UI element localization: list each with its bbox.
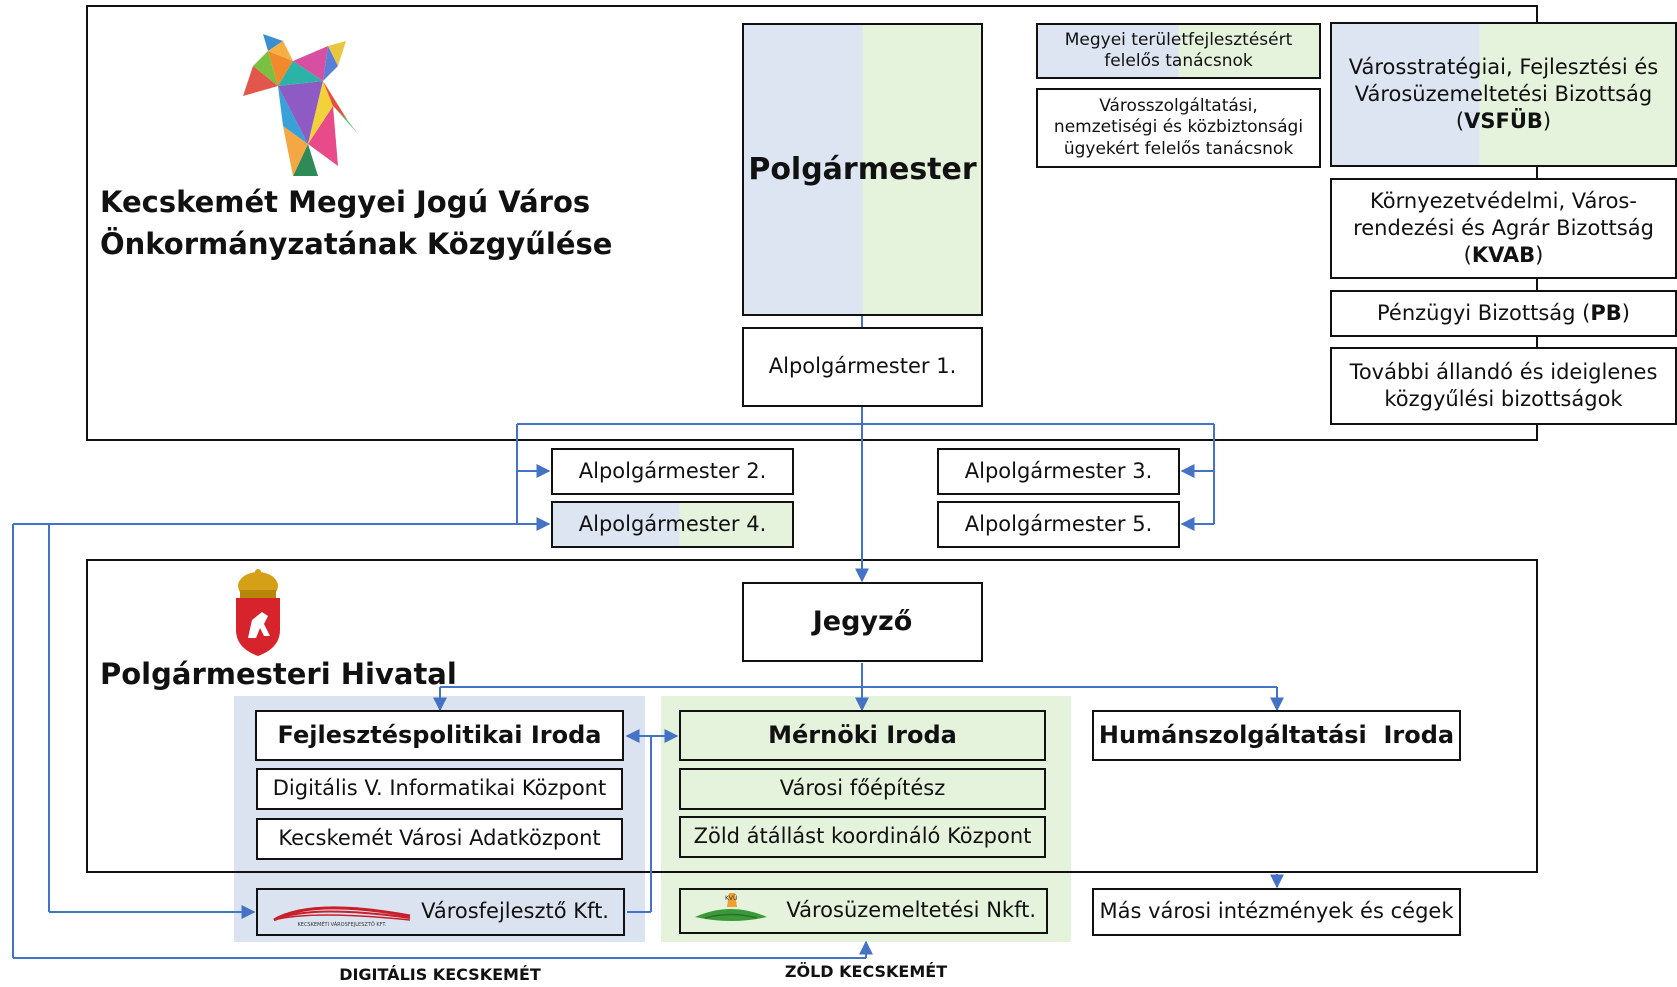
varosfejleszto-logo-text: KECSKEMÉTI VÁROSFEJLESZTŐ KFT. (297, 921, 387, 928)
councillor-services-line3: ügyekért felelős tanácsnok (1063, 138, 1294, 159)
councillor-regional-box: Megyei területfejlesztésért felelős taná… (1036, 23, 1321, 79)
assembly-title-line2: Önkormányzatának Közgyűlése (100, 227, 613, 262)
varosfejleszto-logo: KECSKEMÉTI VÁROSFEJLESZTŐ KFT. (272, 896, 412, 929)
committee-other-line2: közgyűlési bizottságok (1384, 387, 1623, 411)
chief-architect-box: Városi főépítész (679, 768, 1046, 810)
digital-center-box: Digitális V. Informatikai Központ (256, 768, 623, 810)
committee-vsfub-line2: Városüzemeltetési Bizottság (1354, 81, 1653, 106)
committee-other-line1: További állandó és ideiglenes (1349, 359, 1658, 384)
committee-vsfub-abbr: VSFÜB (1464, 109, 1543, 134)
office-frame (86, 559, 1538, 873)
other-institutions-label: Más városi intézmények és cégek (1099, 899, 1454, 924)
committee-kvab-line1: Környezetvédelmi, Város- (1370, 188, 1637, 213)
varosuzemeltetesi-company-label: Városüzemeltetési Nkft. (786, 898, 1036, 923)
office-title: Polgármesteri Hivatal (100, 657, 457, 691)
digital-center-label: Digitális V. Informatikai Központ (272, 776, 607, 801)
deputy-mayor-1-label: Alpolgármester 1. (768, 354, 957, 379)
notary-box: Jegyző (742, 582, 983, 662)
leaf-logo-icon (695, 893, 767, 921)
city-logo-horse-icon (238, 26, 358, 178)
green-kecskemet-caption: ZÖLD KECSKEMÉT (784, 962, 948, 981)
data-center-box: Kecskemét Városi Adatközpont (256, 818, 623, 860)
deputy-mayor-2-label: Alpolgármester 2. (578, 458, 767, 483)
deputy-mayor-1-box: Alpolgármester 1. (742, 327, 983, 407)
assembly-title-line1: Kecskemét Megyei Jogú Város (100, 185, 591, 219)
committee-kvab-line2: rendezési és Agrár Bizottság (1353, 215, 1654, 240)
deputy-mayor-4-box: Alpolgármester 4. (551, 501, 794, 548)
deputy-mayor-5-label: Alpolgármester 5. (964, 511, 1153, 536)
committee-other-box: További állandó és ideiglenes közgyűlési… (1330, 347, 1677, 425)
green-transition-center-box: Zöld átállást koordináló Központ (679, 816, 1046, 858)
chief-architect-label: Városi főépítész (779, 776, 946, 801)
human-services-office-box: Humánszolgáltatási Iroda (1092, 710, 1461, 761)
deputy-mayor-4-label: Alpolgármester 4. (578, 511, 767, 536)
mayor-box: Polgármester (742, 23, 983, 316)
committee-vsfub-box: Városstratégiai, Fejlesztési és Városüze… (1330, 22, 1677, 167)
green-transition-center-label: Zöld átállást koordináló Központ (693, 824, 1032, 849)
varosuzemeltetesi-logo-text: KVÜ (725, 895, 738, 902)
committee-pb-abbr: PB (1590, 300, 1622, 325)
deputy-mayor-5-box: Alpolgármester 5. (937, 501, 1180, 548)
assembly-title: Kecskemét Megyei Jogú Város Önkormányzat… (100, 181, 660, 265)
data-center-label: Kecskemét Városi Adatközpont (278, 826, 601, 851)
varosuzemeltetesi-logo: KVÜ (691, 891, 771, 931)
dev-policy-office-label: Fejlesztéspolitikai Iroda (277, 720, 602, 749)
varosfejleszto-company-box: KECSKEMÉTI VÁROSFEJLESZTŐ KFT. Városfejl… (256, 888, 625, 936)
human-services-office-label: Humánszolgáltatási Iroda (1098, 720, 1455, 749)
committee-kvab-abbr: KVAB (1471, 243, 1536, 268)
mayor-label: Polgármester (748, 152, 977, 187)
deputy-mayor-3-box: Alpolgármester 3. (937, 448, 1180, 495)
digital-kecskemet-caption: DIGITÁLIS KECSKEMÉT (339, 965, 541, 984)
deputy-mayor-3-label: Alpolgármester 3. (964, 458, 1153, 483)
committee-pb-text: Pénzügyi Bizottság (1377, 300, 1576, 325)
councillor-services-line2: nemzetiségi és közbiztonsági (1053, 117, 1304, 138)
councillor-services-box: Városszolgáltatási, nemzetiségi és közbi… (1036, 88, 1321, 168)
councillor-services-line1: Városszolgáltatási, (1099, 96, 1258, 117)
committee-kvab-box: Környezetvédelmi, Város- rendezési és Ag… (1330, 178, 1677, 279)
varosuzemeltetesi-company-box: KVÜ Városüzemeltetési Nkft. (679, 888, 1048, 934)
city-coat-of-arms-icon (232, 568, 284, 658)
varosfejleszto-logo-icon (273, 906, 411, 922)
committee-vsfub-line1: Városstratégiai, Fejlesztési és (1348, 54, 1659, 79)
other-institutions-box: Más városi intézmények és cégek (1092, 888, 1461, 936)
deputy-mayor-2-box: Alpolgármester 2. (551, 448, 794, 495)
varosfejleszto-company-label: Városfejlesztő Kft. (421, 899, 609, 924)
committee-pb-box: Pénzügyi Bizottság (PB) (1330, 290, 1677, 337)
notary-label: Jegyző (812, 606, 913, 638)
dev-policy-office-box: Fejlesztéspolitikai Iroda (255, 710, 624, 761)
councillor-regional-line1: Megyei területfejlesztésért (1064, 29, 1293, 50)
engineering-office-label: Mérnöki Iroda (768, 720, 957, 749)
engineering-office-box: Mérnöki Iroda (679, 710, 1046, 761)
councillor-regional-line2: felelős tanácsnok (1104, 51, 1253, 71)
